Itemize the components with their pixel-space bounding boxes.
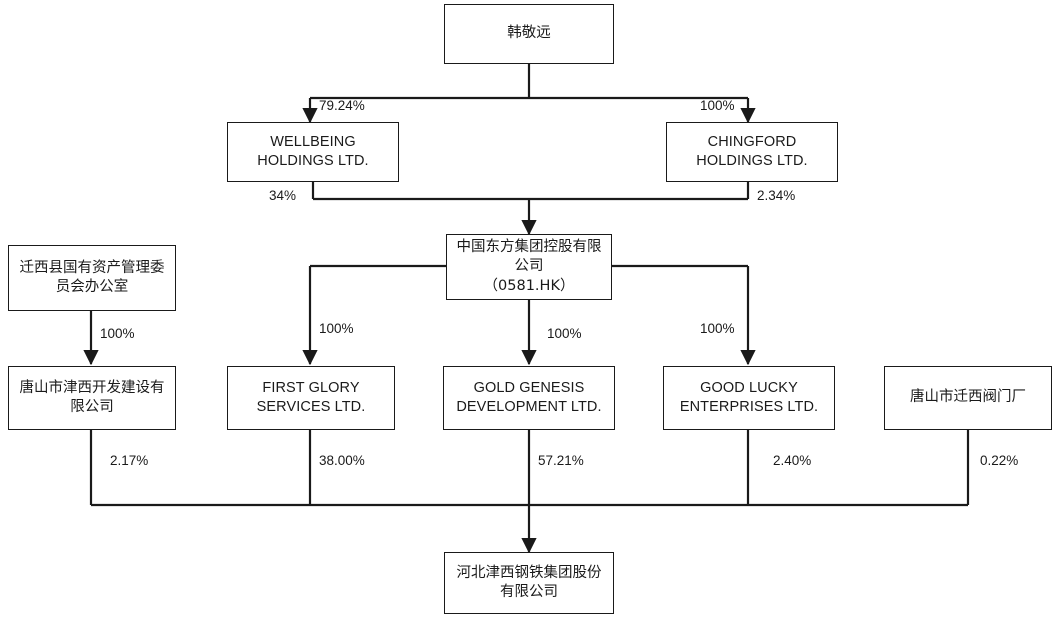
node-qianxi-sasac-label: 迁西县国有资产管理委员会办公室 <box>19 259 165 295</box>
edge-label-oriental-to-good-lucky: 100% <box>700 321 735 336</box>
node-gold-genesis-label: GOLD GENESIS DEVELOPMENT LTD. <box>456 379 602 415</box>
node-china-oriental-ticker: （0581.HK） <box>483 277 575 294</box>
edge-label-han-to-wellbeing: 79.24% <box>319 98 365 113</box>
node-china-oriental-name: 中国东方集团控股有限公司 <box>456 239 602 275</box>
node-han-jingyuan-label: 韩敬远 <box>507 25 551 42</box>
edge-label-first-glory-to-hebei: 38.00% <box>319 453 365 468</box>
node-good-lucky[interactable]: GOOD LUCKY ENTERPRISES LTD. <box>663 366 835 430</box>
node-wellbeing-holdings[interactable]: WELLBEING HOLDINGS LTD. <box>227 122 399 182</box>
edge-label-valve-to-hebei: 0.22% <box>980 453 1019 468</box>
node-tangshan-valve-factory-label: 唐山市迁西阀门厂 <box>910 389 1026 406</box>
node-china-oriental[interactable]: 中国东方集团控股有限公司 （0581.HK） <box>446 234 612 300</box>
edge-label-sasac-to-dev: 100% <box>100 326 135 341</box>
edge-label-oriental-to-gold-genesis: 100% <box>547 326 582 341</box>
node-chingford-holdings-label: CHINGFORD HOLDINGS LTD. <box>696 133 808 169</box>
edge-label-chingford-to-oriental: 2.34% <box>757 188 796 203</box>
node-first-glory[interactable]: FIRST GLORY SERVICES LTD. <box>227 366 395 430</box>
node-good-lucky-label: GOOD LUCKY ENTERPRISES LTD. <box>679 379 819 415</box>
node-wellbeing-holdings-label: WELLBEING HOLDINGS LTD. <box>257 133 369 169</box>
edge-label-good-lucky-to-hebei: 2.40% <box>773 453 812 468</box>
node-hebei-jinxi-steel[interactable]: 河北津西钢铁集团股份有限公司 <box>444 552 614 614</box>
edge-label-oriental-to-first-glory: 100% <box>319 321 354 336</box>
node-chingford-holdings[interactable]: CHINGFORD HOLDINGS LTD. <box>666 122 838 182</box>
node-tangshan-jinxi-development[interactable]: 唐山市津西开发建设有限公司 <box>8 366 176 430</box>
node-han-jingyuan[interactable]: 韩敬远 <box>444 4 614 64</box>
node-tangshan-jinxi-development-label: 唐山市津西开发建设有限公司 <box>19 379 165 415</box>
node-qianxi-sasac[interactable]: 迁西县国有资产管理委员会办公室 <box>8 245 176 311</box>
edge-label-dev-to-hebei: 2.17% <box>110 453 149 468</box>
node-first-glory-label: FIRST GLORY SERVICES LTD. <box>256 379 366 415</box>
node-tangshan-valve-factory[interactable]: 唐山市迁西阀门厂 <box>884 366 1052 430</box>
edge-label-wellbeing-to-oriental: 34% <box>269 188 297 203</box>
edge-label-han-to-chingford: 100% <box>700 98 735 113</box>
node-gold-genesis[interactable]: GOLD GENESIS DEVELOPMENT LTD. <box>443 366 615 430</box>
node-hebei-jinxi-steel-label: 河北津西钢铁集团股份有限公司 <box>456 564 602 600</box>
edge-label-gold-genesis-to-hebei: 57.21% <box>538 453 584 468</box>
